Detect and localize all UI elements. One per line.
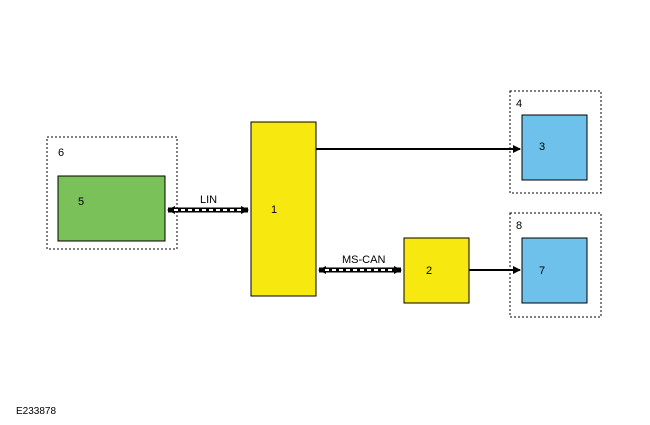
component-label-7: 7 (539, 265, 545, 277)
component-label-3: 3 (539, 141, 545, 153)
component-label-2: 2 (426, 265, 432, 277)
component-label-1: 1 (271, 204, 277, 216)
group-box-6 (46, 136, 178, 250)
group-box-8 (509, 212, 602, 318)
component-box-3 (521, 114, 588, 181)
component-box-1 (250, 121, 317, 297)
group-label-4: 4 (516, 98, 522, 110)
component-label-5: 5 (78, 196, 84, 208)
ms-can-bus-label: MS-CAN (342, 254, 385, 266)
group-label-6: 6 (58, 147, 64, 159)
component-box-7 (521, 237, 588, 304)
figure-id: E233878 (16, 406, 56, 417)
group-label-8: 8 (516, 220, 522, 232)
lin-bus-label: LIN (200, 194, 217, 206)
component-box-2 (403, 237, 470, 304)
group-box-4 (509, 90, 602, 194)
component-box-5 (57, 175, 166, 242)
